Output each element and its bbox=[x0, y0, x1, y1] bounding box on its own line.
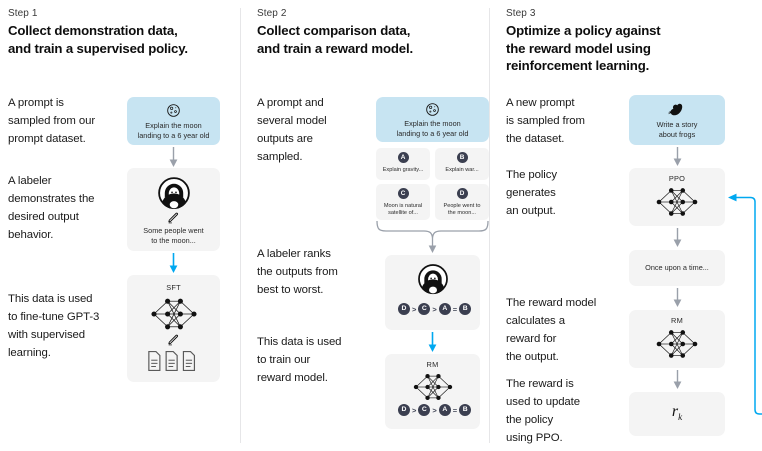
pencil-icon bbox=[127, 211, 220, 229]
moon-icon bbox=[376, 102, 489, 122]
step-2-output-a[interactable]: A Explain gravity... bbox=[376, 148, 430, 180]
step-3-rm-box[interactable]: RM bbox=[629, 310, 725, 368]
step-3-ppo-box[interactable]: PPO bbox=[629, 168, 725, 226]
step-1-title: Collect demonstration data, and train a … bbox=[8, 23, 188, 56]
reward-symbol: rk bbox=[629, 403, 725, 422]
step-2-output-c[interactable]: C Moon is natural satellite of... bbox=[376, 184, 430, 220]
step-3-column: Step 3 Optimize a policy against the rew… bbox=[498, 0, 762, 451]
step-1-arrow-2 bbox=[168, 253, 179, 274]
step-3-output-box[interactable]: Once upon a time... bbox=[629, 250, 725, 286]
step-2-column: Step 2 Collect comparison data, and trai… bbox=[249, 0, 489, 451]
step-2-label: Step 2 bbox=[257, 8, 287, 19]
step-2-output-c-text: Moon is natural satellite of... bbox=[383, 203, 423, 216]
step-2-copy-3: This data is used to train our reward mo… bbox=[257, 336, 342, 384]
pencil-icon bbox=[127, 333, 220, 351]
step-3-arrow-1 bbox=[672, 147, 683, 167]
step-1-copy-2: A labeler demonstrates the desired outpu… bbox=[8, 175, 95, 241]
frog-icon bbox=[629, 100, 725, 121]
rm-rank-chip-1: D bbox=[398, 404, 410, 416]
step-2-prompt-caption: Explain the moon landing to a 6 year old bbox=[396, 119, 469, 138]
step-1-labeler-caption: Some people went to the moon... bbox=[143, 226, 204, 245]
step-1-sft-box[interactable]: SFT bbox=[127, 275, 220, 382]
neural-network-icon bbox=[629, 326, 725, 367]
column-divider-1 bbox=[240, 8, 241, 443]
chip-b: B bbox=[456, 152, 468, 163]
step-1-labeler-box[interactable]: Some people went to the moon... bbox=[127, 168, 220, 251]
step-3-copy-4: The reward is used to update the policy … bbox=[506, 378, 580, 444]
step-1-copy-3: This data is used to fine-tune GPT-3 wit… bbox=[8, 293, 100, 359]
step-2-labeler-box[interactable]: D > C > A = B bbox=[385, 255, 480, 330]
step-3-arrow-4 bbox=[672, 370, 683, 390]
reward-symbol-k: k bbox=[678, 412, 683, 423]
rank-chip-3: A bbox=[438, 303, 451, 315]
neural-network-icon bbox=[127, 294, 220, 339]
step-2-copy-1: A prompt and several model outputs are s… bbox=[257, 97, 327, 163]
step-2-copy-2: A labeler ranks the outputs from best to… bbox=[257, 248, 338, 296]
step-3-title: Optimize a policy against the reward mod… bbox=[506, 23, 661, 73]
step-3-copy-2: The policy generates an output. bbox=[506, 169, 557, 217]
documents-icon bbox=[127, 350, 220, 377]
rm-rank-op-3: = bbox=[452, 405, 458, 415]
neural-network-icon bbox=[629, 184, 725, 225]
step-2-output-b-text: Explain war... bbox=[445, 167, 479, 173]
step-2-arrow-blue bbox=[427, 332, 438, 353]
step-2-output-a-text: Explain gravity... bbox=[382, 167, 424, 173]
step-3-arrow-3 bbox=[672, 288, 683, 308]
chip-d: D bbox=[456, 188, 468, 199]
labeler-avatar-icon bbox=[385, 263, 480, 300]
rank-op-1: > bbox=[412, 304, 417, 314]
step-3-copy-1: A new prompt is sampled from the dataset… bbox=[506, 97, 585, 145]
step-2-title: Collect comparison data, and train a rew… bbox=[257, 23, 414, 56]
rm-rank-chip-3: A bbox=[438, 404, 451, 416]
moon-icon bbox=[127, 103, 220, 123]
step-1-prompt-caption: Explain the moon landing to a 6 year old bbox=[137, 121, 210, 140]
rank-op-3: = bbox=[452, 304, 458, 314]
step-2-output-d[interactable]: D People went to the moon... bbox=[435, 184, 489, 220]
step-1-label: Step 1 bbox=[8, 8, 38, 19]
step-1-copy-1: A prompt is sampled from our prompt data… bbox=[8, 97, 96, 145]
step-3-label: Step 3 bbox=[506, 8, 536, 19]
step-2-output-d-text: People went to the moon... bbox=[443, 203, 481, 216]
step-3-ppo-title: PPO bbox=[668, 174, 686, 183]
step-3-prompt-box[interactable]: Write a story about frogs bbox=[629, 95, 725, 145]
step-2-output-b[interactable]: B Explain war... bbox=[435, 148, 489, 180]
rank-chip-2: C bbox=[418, 303, 431, 315]
step-1-arrow-1 bbox=[168, 147, 179, 168]
step-2-rm-box[interactable]: RM D bbox=[385, 354, 480, 429]
step-3-reward-box[interactable]: rk bbox=[629, 392, 725, 436]
step-1-prompt-box[interactable]: Explain the moon landing to a 6 year old bbox=[127, 97, 220, 145]
step-1-column: Step 1 Collect demonstration data, and t… bbox=[0, 0, 240, 451]
step-1-sft-title: SFT bbox=[166, 283, 181, 292]
step-3-copy-3: The reward model calculates a reward for… bbox=[506, 297, 597, 363]
rm-rank-op-2: > bbox=[432, 405, 437, 415]
neural-network-icon bbox=[385, 370, 480, 409]
labeler-avatar-icon bbox=[127, 176, 220, 215]
rank-op-2: > bbox=[432, 304, 437, 314]
step-2-labeler-ranking: D > C > A = B bbox=[398, 303, 472, 315]
step-2-rm-title: RM bbox=[426, 360, 439, 369]
rank-chip-1: D bbox=[398, 303, 410, 315]
step-2-rm-ranking: D > C > A = B bbox=[398, 404, 472, 416]
rm-rank-chip-4: B bbox=[459, 404, 472, 416]
step-3-prompt-caption: Write a story about frogs bbox=[656, 120, 698, 139]
rm-rank-chip-2: C bbox=[418, 404, 431, 416]
step-3-output-caption: Once upon a time... bbox=[645, 263, 709, 272]
step-2-merge-brace bbox=[374, 220, 492, 254]
chip-c: C bbox=[397, 188, 409, 199]
chip-a: A bbox=[397, 152, 409, 163]
step-3-rm-title: RM bbox=[671, 316, 683, 325]
step-3-feedback-loop-arrow bbox=[722, 188, 762, 420]
step-3-arrow-2 bbox=[672, 228, 683, 248]
step-2-prompt-box[interactable]: Explain the moon landing to a 6 year old bbox=[376, 97, 489, 142]
rm-rank-op-1: > bbox=[412, 405, 417, 415]
rank-chip-4: B bbox=[459, 303, 472, 315]
reward-symbol-r: r bbox=[671, 403, 679, 420]
column-divider-2 bbox=[489, 8, 490, 443]
